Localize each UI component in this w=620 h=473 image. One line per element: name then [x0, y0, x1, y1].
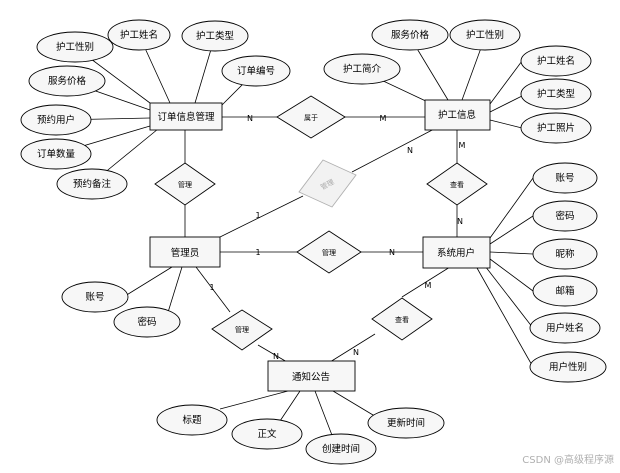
- cardinality-label: M: [425, 281, 432, 290]
- svg-text:用户姓名: 用户姓名: [546, 322, 584, 334]
- attribute-admin-password: 密码: [113, 306, 181, 338]
- attribute-order-booking-user: 预约用户: [20, 104, 92, 136]
- svg-text:服务价格: 服务价格: [48, 75, 87, 87]
- attribute-order-note: 预约备注: [56, 168, 128, 200]
- cardinality-label: M: [380, 114, 387, 123]
- attribute-order-caregiver-name: 护工姓名: [107, 19, 171, 51]
- svg-text:密码: 密码: [555, 210, 574, 222]
- svg-text:正文: 正文: [257, 428, 277, 440]
- relationship-view-notice: 查看: [371, 297, 433, 341]
- cardinality-label: N: [457, 217, 463, 226]
- entity-caregiver: 护工信息: [424, 99, 491, 131]
- watermark: CSDN @高级程序源: [522, 455, 614, 466]
- attribute-order-caregiver-gender: 护工性别: [36, 31, 114, 63]
- svg-text:预约用户: 预约用户: [37, 114, 75, 126]
- relationship-belongs: 属于: [276, 95, 346, 139]
- cardinality-label: 1: [255, 211, 260, 220]
- svg-text:属于: 属于: [304, 114, 318, 122]
- svg-text:订单编号: 订单编号: [237, 65, 275, 77]
- svg-text:查看: 查看: [450, 180, 464, 189]
- attribute-user-email: 邮箱: [532, 275, 598, 307]
- svg-text:护工姓名: 护工姓名: [537, 55, 575, 67]
- svg-text:护工类型: 护工类型: [537, 88, 576, 100]
- attribute-order-caregiver-type: 护工类型: [181, 20, 249, 52]
- relationship-admin-order: 管理: [154, 162, 216, 206]
- entity-admin: 管理员: [149, 236, 221, 268]
- svg-text:通知公告: 通知公告: [292, 371, 330, 383]
- attribute-order-number: 订单编号: [221, 55, 291, 87]
- svg-text:预约备注: 预约备注: [73, 178, 112, 190]
- cardinality-label: 1: [255, 248, 260, 257]
- svg-text:护工性别: 护工性别: [466, 29, 504, 41]
- attribute-caregiver-name: 护工姓名: [520, 45, 592, 77]
- cardinality-label: N: [273, 352, 279, 361]
- svg-text:管理: 管理: [322, 248, 336, 257]
- relationship-admin-caregiver: 管理: [298, 159, 357, 208]
- svg-text:服务价格: 服务价格: [391, 29, 430, 41]
- svg-text:护工简介: 护工简介: [343, 63, 382, 75]
- attribute-admin-account: 账号: [61, 281, 129, 313]
- attribute-caregiver-gender: 护工性别: [449, 19, 521, 51]
- entity-order: 订单信息管理: [149, 102, 223, 131]
- cardinality-label: N: [389, 248, 395, 257]
- svg-text:创建时间: 创建时间: [322, 443, 360, 455]
- relationship-admin-user: 管理: [296, 230, 362, 274]
- svg-text:护工性别: 护工性别: [56, 41, 94, 53]
- svg-text:标题: 标题: [182, 414, 202, 426]
- attribute-user-name: 用户姓名: [529, 312, 601, 344]
- svg-text:昵称: 昵称: [555, 248, 575, 260]
- svg-text:护工信息: 护工信息: [438, 109, 476, 121]
- cardinality-label: N: [353, 348, 359, 357]
- svg-text:订单信息管理: 订单信息管理: [157, 111, 215, 123]
- cardinality-label: 1: [209, 283, 214, 292]
- cardinality-labels: N M N 1 M N 1 N 1 N M N: [209, 114, 465, 361]
- svg-text:管理: 管理: [235, 325, 249, 334]
- svg-text:账号: 账号: [85, 292, 104, 303]
- svg-text:护工类型: 护工类型: [196, 30, 235, 42]
- attribute-caregiver-price: 服务价格: [371, 19, 449, 51]
- svg-text:订单数量: 订单数量: [37, 148, 76, 160]
- cardinality-label: M: [459, 141, 466, 150]
- attribute-order-price: 服务价格: [28, 65, 106, 97]
- attribute-user-nickname: 昵称: [532, 238, 598, 270]
- svg-text:管理员: 管理员: [171, 247, 200, 259]
- entity-user: 系统用户: [422, 236, 491, 269]
- entity-notice: 通知公告: [267, 360, 356, 392]
- attribute-notice-title: 标题: [156, 404, 228, 436]
- attribute-caregiver-type: 护工类型: [520, 78, 592, 110]
- attribute-notice-created: 创建时间: [305, 433, 377, 465]
- attribute-user-password: 密码: [532, 200, 598, 232]
- attribute-notice-updated: 更新时间: [367, 407, 445, 439]
- svg-text:护工姓名: 护工姓名: [120, 29, 158, 41]
- attribute-user-gender: 用户性别: [529, 351, 607, 383]
- svg-text:邮箱: 邮箱: [555, 285, 574, 297]
- attribute-user-account: 账号: [532, 162, 598, 194]
- attribute-notice-body: 正文: [231, 418, 303, 450]
- relationship-view-caregiver: 查看: [426, 162, 488, 206]
- svg-text:管理: 管理: [178, 180, 192, 189]
- svg-text:系统用户: 系统用户: [437, 247, 475, 259]
- attribute-caregiver-photo: 护工照片: [520, 112, 592, 144]
- svg-text:密码: 密码: [137, 316, 156, 328]
- cardinality-label: N: [407, 146, 413, 155]
- svg-text:用户性别: 用户性别: [549, 361, 587, 373]
- attribute-order-quantity: 订单数量: [20, 138, 92, 170]
- svg-text:护工照片: 护工照片: [537, 122, 575, 134]
- svg-text:更新时间: 更新时间: [387, 417, 425, 429]
- cardinality-label: N: [247, 114, 253, 123]
- relationship-admin-notice: 管理: [211, 309, 273, 351]
- attribute-caregiver-intro: 护工简介: [323, 53, 401, 85]
- svg-text:查看: 查看: [395, 315, 409, 324]
- svg-text:账号: 账号: [555, 173, 574, 184]
